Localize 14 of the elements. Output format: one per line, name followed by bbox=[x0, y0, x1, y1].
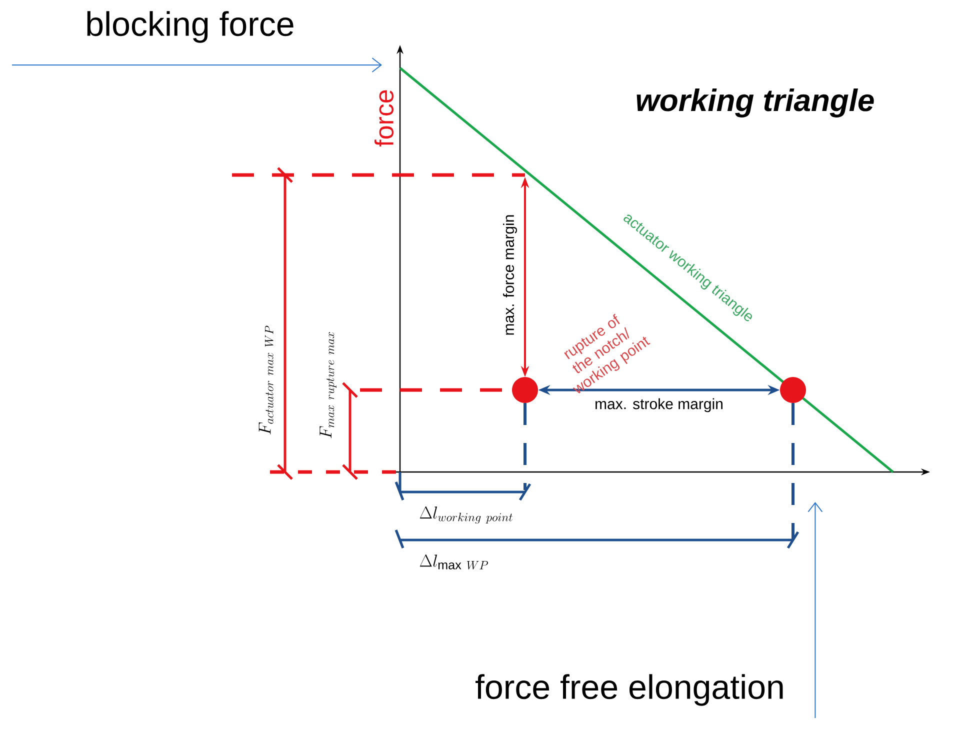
arrow bbox=[808, 502, 823, 719]
heading: working triangle bbox=[636, 88, 874, 118]
dimension-label: $F_{actuator\ max\ WP}$ bbox=[258, 326, 274, 434]
dimension-label: $\Delta l_{\mathrm{max}\ WP}$ bbox=[420, 554, 488, 570]
leader-text: blocking force bbox=[87, 11, 294, 43]
point-marker bbox=[512, 377, 538, 403]
dimension-label: $\Delta l_{working\ point}$ bbox=[420, 506, 513, 524]
leader-text: force free elongation bbox=[476, 674, 783, 706]
dimension-label: $F_{max\ rupture\ max}$ bbox=[320, 332, 336, 438]
point-marker bbox=[780, 377, 806, 403]
edge-label: max. stroke margin bbox=[594, 397, 724, 414]
axis-label: force bbox=[374, 90, 394, 147]
arrow bbox=[12, 58, 382, 72]
dimension-label: max. force margin bbox=[503, 215, 517, 335]
